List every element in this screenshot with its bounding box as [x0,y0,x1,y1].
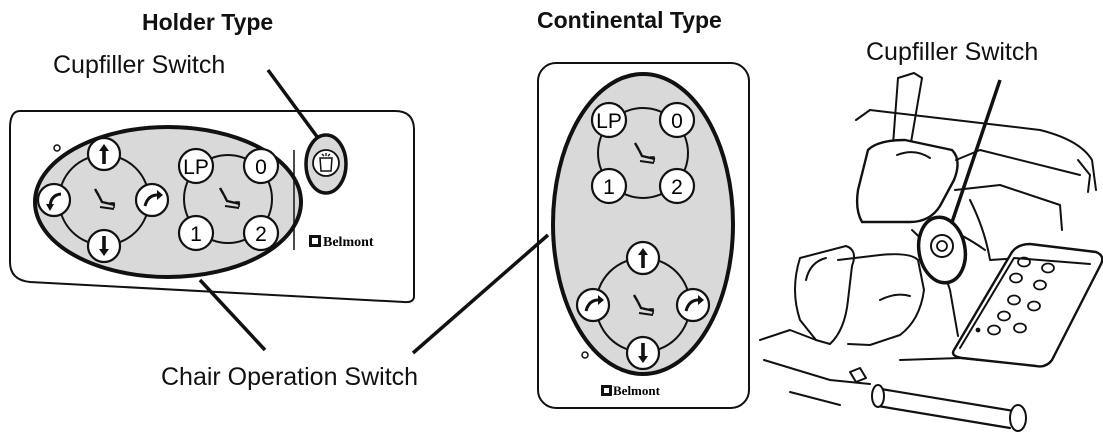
continental-down-button[interactable] [625,335,661,371]
holder-recline-back-button[interactable] [36,182,72,218]
holder-type-heading: Holder Type [142,9,274,35]
continental-type-heading: Continental Type [537,7,722,33]
svg-text:1: 1 [603,176,615,199]
svg-text:1: 1 [190,223,202,246]
chair-illustration [759,72,1103,432]
svg-text:LP: LP [183,156,209,179]
svg-text:2: 2 [255,223,267,246]
cupfiller-switch-label-left: Cupfiller Switch [53,51,226,79]
holder-type-panel: LP 0 1 2 [9,110,415,304]
svg-text:2: 2 [671,176,683,199]
leader-lines [198,68,1002,355]
holder-recline-forward-button[interactable] [134,182,170,218]
holder-brand-logo: Belmont [309,235,374,250]
continental-lp-button[interactable]: LP [590,101,628,139]
continental-brand-logo: Belmont [601,383,661,398]
holder-one-button[interactable]: 1 [177,214,215,252]
foot-pad-buttons [975,256,1055,336]
holder-cupfiller-switch[interactable] [304,133,348,195]
continental-chair-operation-switch: LP 0 1 2 [551,72,735,376]
holder-chair-operation-switch: LP 0 1 2 [33,125,303,279]
chair-cupfiller-switch[interactable] [914,214,971,287]
continental-type-panel: LP 0 1 2 [537,62,750,409]
continental-zero-button[interactable]: 0 [658,101,696,139]
continental-one-button[interactable]: 1 [590,167,628,205]
holder-two-button[interactable]: 2 [242,214,280,252]
continental-up-button[interactable] [625,240,661,276]
holder-lp-button[interactable]: LP [177,147,215,185]
cupfiller-switch-label-right: Cupfiller Switch [866,38,1039,66]
holder-down-button[interactable] [86,228,122,264]
holder-up-button[interactable] [86,136,122,172]
cup-icon [319,153,333,172]
continental-two-button[interactable]: 2 [658,167,696,205]
continental-recline-left-button[interactable] [575,287,611,323]
holder-zero-button[interactable]: 0 [242,147,280,185]
indicator-dot [53,144,61,152]
continental-recline-right-button[interactable] [675,287,711,323]
svg-text:0: 0 [671,110,683,133]
svg-text:LP: LP [596,110,622,133]
svg-text:Belmont: Belmont [323,235,374,250]
chair-operation-switch-label: Chair Operation Switch [161,363,419,391]
svg-text:0: 0 [255,156,267,179]
svg-text:Belmont: Belmont [613,383,661,398]
indicator-dot [581,351,589,359]
